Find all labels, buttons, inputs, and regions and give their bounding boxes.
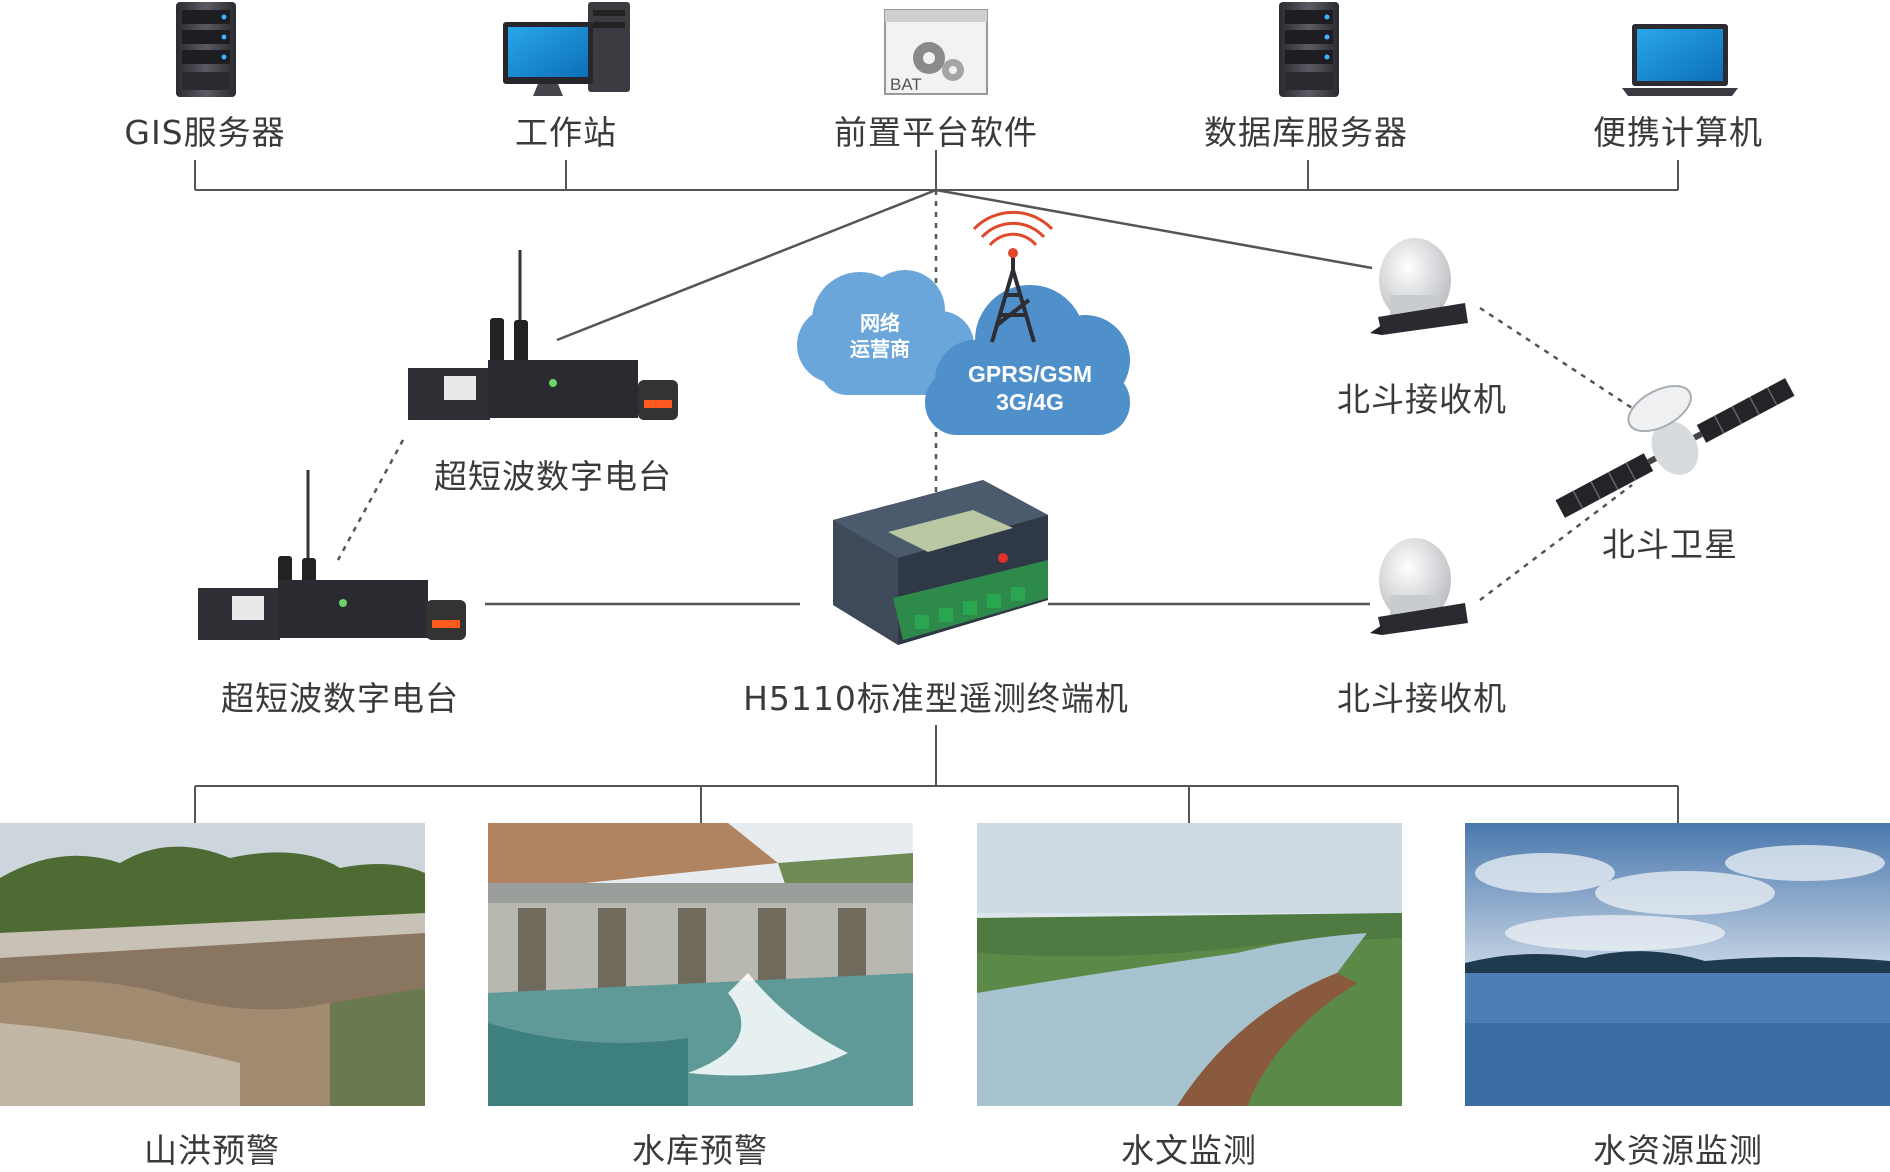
satellite-label: 北斗卫星 (1602, 525, 1738, 564)
beidou-receiver-upper-icon (1370, 238, 1468, 335)
beidou-upper-label: 北斗接收机 (1337, 380, 1507, 419)
laptop-icon (1622, 24, 1738, 96)
photo-flood-warning (0, 823, 425, 1106)
app-label-water-resource: 水资源监测 (1593, 1131, 1763, 1170)
gen-label: 3G/4G (996, 389, 1064, 415)
hub-links (336, 188, 1633, 606)
software-badge: BAT (890, 75, 922, 94)
photo-hydrology-monitoring (977, 823, 1402, 1106)
device-label-db-server: 数据库服务器 (1204, 113, 1408, 152)
satellite-icon (1555, 378, 1795, 518)
device-label-gis-server: GIS服务器 (124, 113, 286, 152)
radio-station-upper-icon (408, 250, 678, 420)
rtu-terminal-icon (833, 480, 1048, 645)
network-cloud: 网络 运营商 GPRS/GSM 3G/4G (797, 270, 1130, 435)
device-label-workstation: 工作站 (515, 113, 617, 152)
workstation-icon (503, 2, 630, 96)
radio-lower-label: 超短波数字电台 (221, 679, 459, 718)
radio-upper-label: 超短波数字电台 (434, 457, 672, 496)
bottom-bus-lines (194, 725, 1679, 823)
terminal-label: H5110标准型遥测终端机 (743, 679, 1129, 718)
server-icon (176, 2, 236, 97)
device-label-laptop: 便携计算机 (1593, 113, 1763, 152)
beidou-lower-label: 北斗接收机 (1337, 679, 1507, 718)
beidou-receiver-lower-icon (1370, 538, 1468, 635)
server-icon (1279, 2, 1339, 97)
software-window-icon: BAT (884, 9, 988, 95)
device-label-front-platform: 前置平台软件 (834, 113, 1038, 152)
radio-station-lower-icon (198, 470, 466, 640)
app-label-flood: 山洪预警 (144, 1131, 280, 1170)
app-label-hydrology: 水文监测 (1121, 1131, 1257, 1170)
gprs-label: GPRS/GSM (968, 361, 1092, 387)
photo-water-resource-monitoring (1465, 823, 1890, 1106)
carrier-label-2: 运营商 (850, 337, 910, 361)
carrier-label-1: 网络 (860, 311, 900, 335)
top-bus-lines (194, 150, 1679, 191)
cell-tower-icon (972, 210, 1054, 343)
app-label-reservoir: 水库预警 (632, 1131, 768, 1170)
photo-reservoir-warning (488, 823, 913, 1106)
